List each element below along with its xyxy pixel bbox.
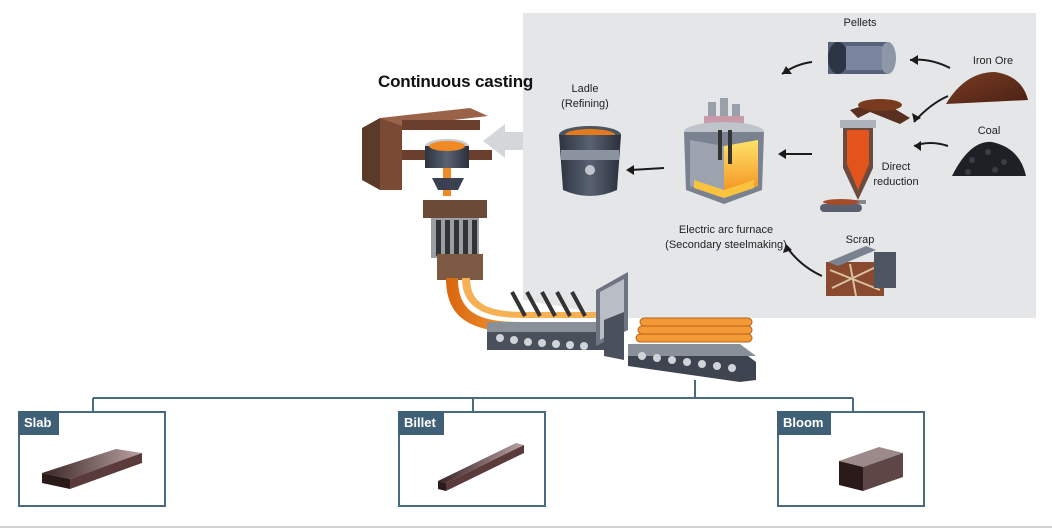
ladle [559, 126, 621, 196]
label-scrap: Scrap [845, 234, 875, 246]
coal-pile [952, 141, 1026, 176]
label-pellets: Pellets [843, 17, 877, 29]
cutter [596, 272, 628, 360]
flow-arrow-to-casting [483, 124, 523, 158]
direct-reduction-shaft [820, 99, 910, 212]
label-direct-reduction-2: reduction [873, 176, 919, 188]
mould-unit [423, 200, 487, 280]
label-direct-reduction-1: Direct [881, 161, 911, 173]
scrap-pile [826, 246, 896, 297]
label-iron-ore: Iron Ore [972, 55, 1014, 67]
iron-ore-pile [946, 72, 1028, 104]
label-ladle-2: (Refining) [561, 98, 609, 110]
product-box-billet: Billet [398, 411, 546, 507]
product-tag-bloom: Bloom [777, 411, 832, 435]
electric-arc-furnace [684, 98, 764, 204]
arrow-heads [626, 55, 921, 253]
bloom-shape [839, 447, 903, 491]
label-ladle-1: Ladle [571, 83, 599, 95]
slab-shape [42, 449, 142, 489]
diagram-title: Continuous casting [378, 72, 534, 91]
process-panel [523, 13, 1036, 318]
roller-table-2 [628, 317, 756, 382]
tundish-unit [362, 108, 492, 196]
label-eaf-2: (Secondary steelmaking) [665, 239, 787, 251]
billet-shape [438, 443, 524, 491]
roller-table-1 [487, 291, 612, 350]
product-box-slab: Slab [18, 411, 166, 507]
label-coal: Coal [977, 125, 1001, 137]
product-tag-slab: Slab [18, 411, 60, 435]
label-eaf-1: Electric arc furnace [678, 224, 774, 236]
product-tree [92, 380, 854, 412]
product-tag-billet: Billet [398, 411, 444, 435]
product-box-bloom: Bloom [777, 411, 925, 507]
pellet-machine [828, 42, 896, 74]
